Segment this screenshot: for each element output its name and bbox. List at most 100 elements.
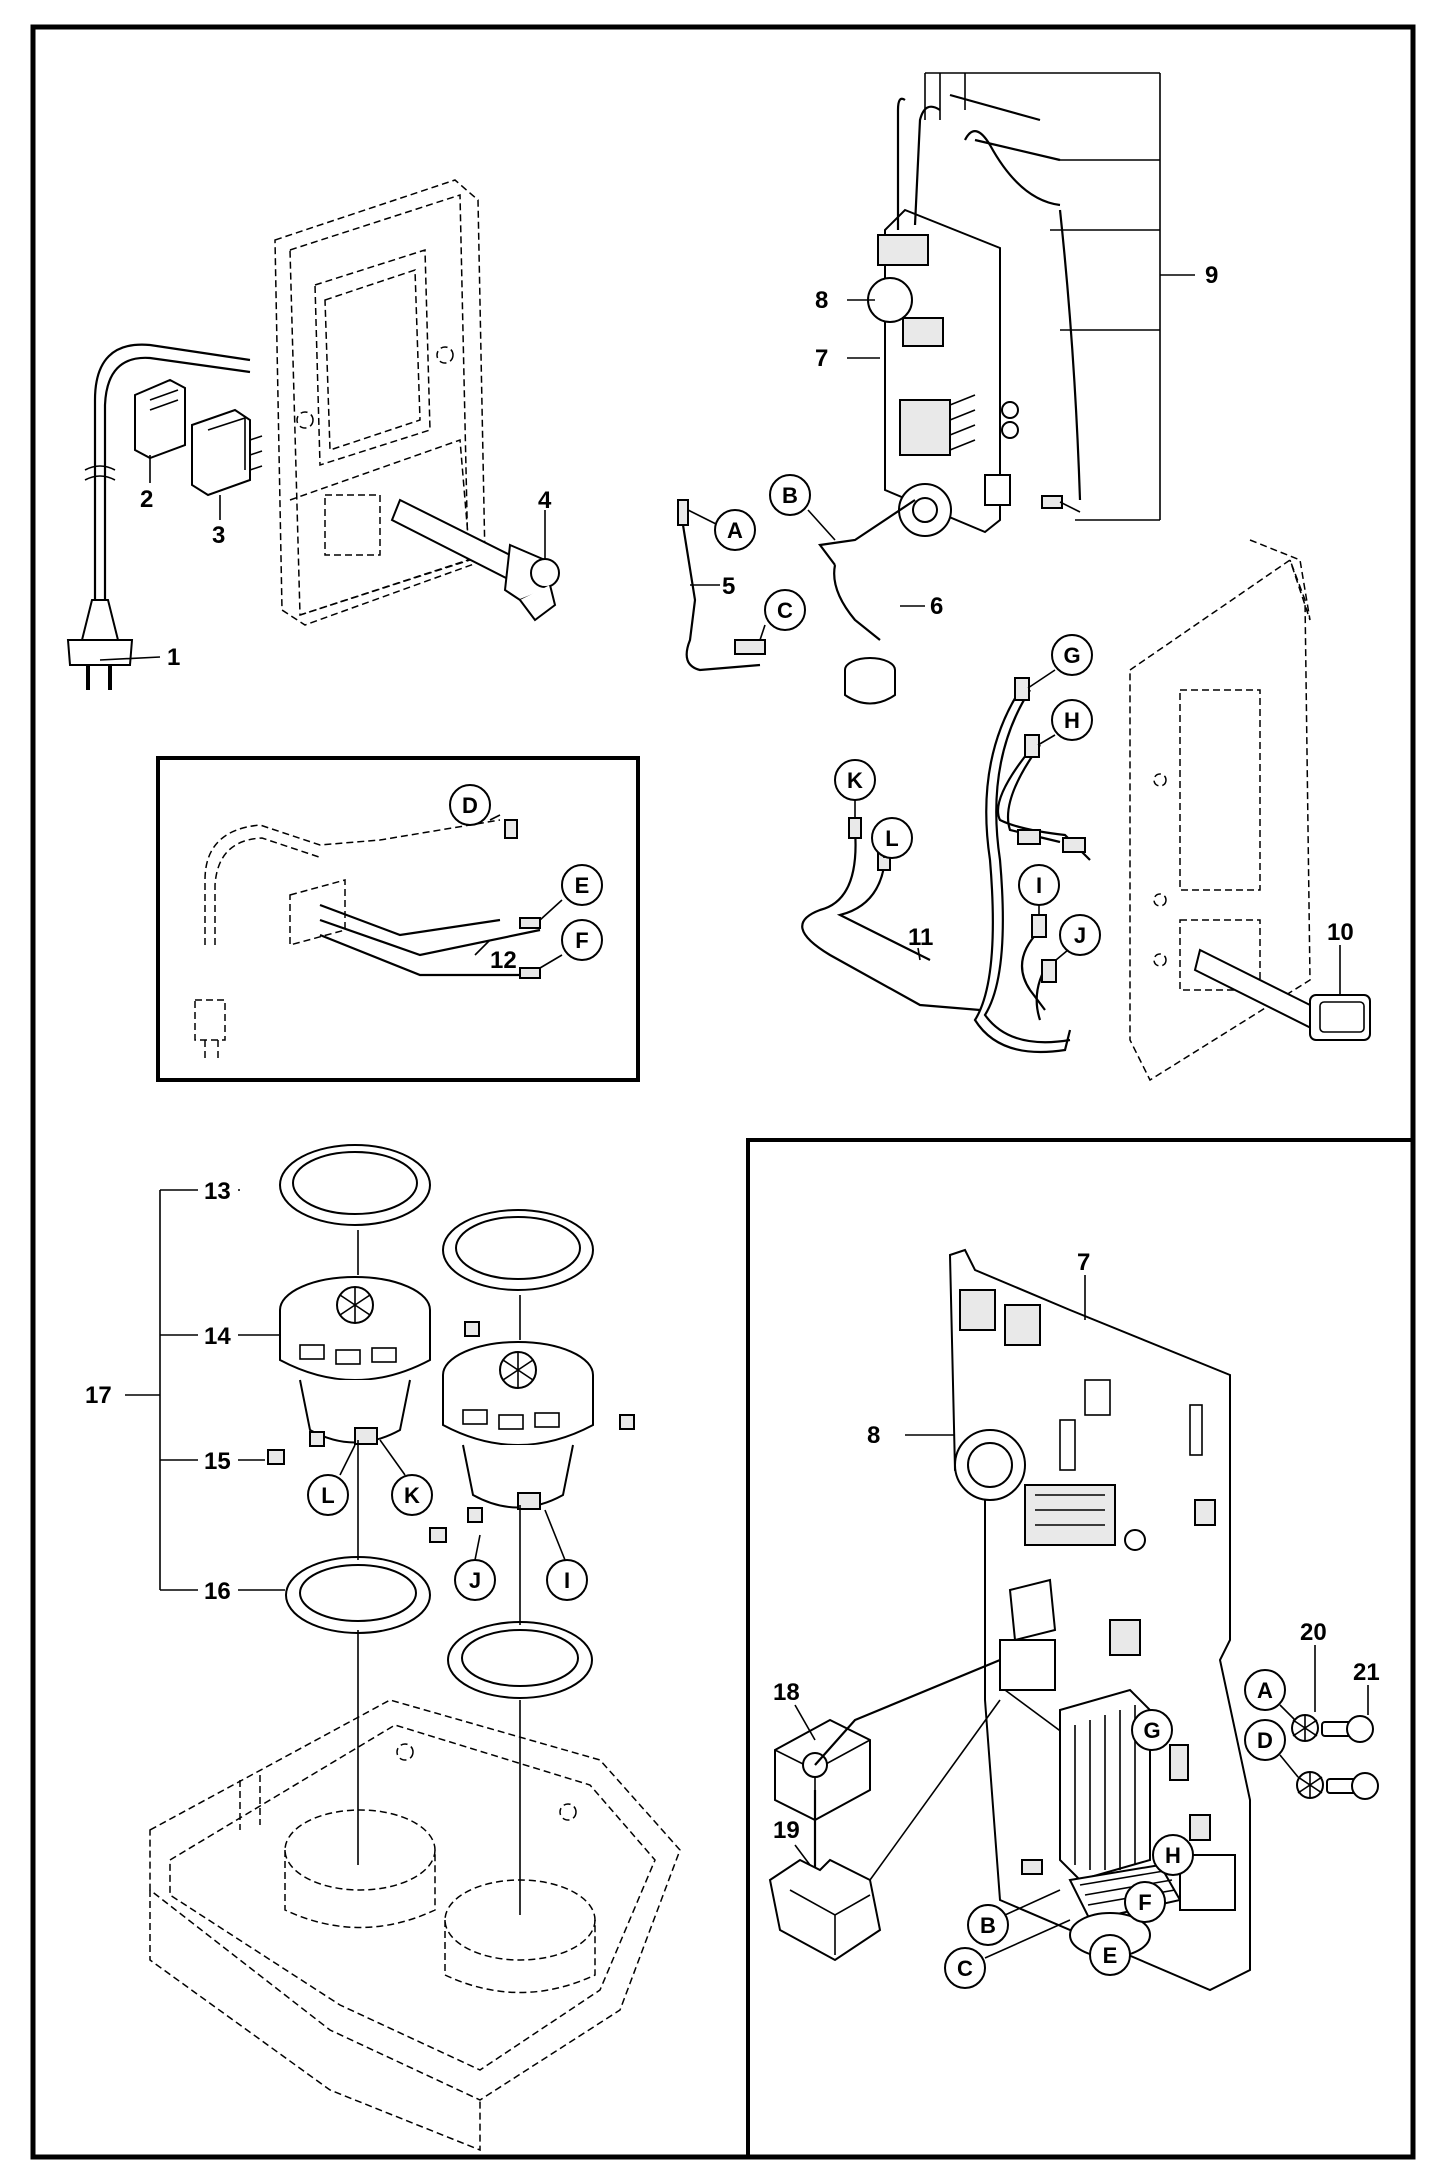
callout-9-bracket xyxy=(924,72,1195,521)
motor-right xyxy=(442,1341,635,1510)
power-cord xyxy=(66,343,251,690)
callout-18: 18 xyxy=(773,1679,800,1706)
svg-text:F: F xyxy=(575,928,588,953)
connector-f-inset: F xyxy=(539,919,603,969)
svg-text:K: K xyxy=(404,1483,420,1508)
callout-11: 11 xyxy=(908,924,933,951)
sensor-6 xyxy=(818,499,916,705)
callout-21: 21 xyxy=(1353,1659,1380,1686)
svg-text:L: L xyxy=(885,826,898,851)
svg-text:G: G xyxy=(1143,1718,1160,1743)
connector-b-top: B xyxy=(769,474,836,541)
wire-set-upper xyxy=(896,93,1082,513)
callout-7-detail: 7 xyxy=(1077,1249,1090,1276)
callout-3: 3 xyxy=(212,522,225,549)
detail-frame-pcb xyxy=(746,1138,1415,2159)
motor-left xyxy=(279,1276,480,1445)
motor-fasteners xyxy=(267,1431,483,1543)
connector-l-motor: L xyxy=(307,1444,356,1516)
cord-clamp xyxy=(134,378,186,460)
svg-text:D: D xyxy=(462,793,478,818)
svg-text:J: J xyxy=(469,1568,481,1593)
connector-d-detail: D xyxy=(1244,1719,1299,1778)
svg-text:J: J xyxy=(1074,923,1086,948)
svg-text:F: F xyxy=(1138,1890,1151,1915)
power-switch xyxy=(191,408,263,497)
hose-connector xyxy=(390,498,560,622)
connector-c-top: C xyxy=(759,589,806,641)
inset-frame-cord xyxy=(156,756,640,1082)
callout-8-top: 8 xyxy=(815,287,828,314)
svg-text:H: H xyxy=(1165,1843,1181,1868)
connector-f-detail: F xyxy=(1124,1881,1166,1923)
svg-text:I: I xyxy=(564,1568,570,1593)
connector-h-harness: H xyxy=(1037,699,1093,746)
wire-harness-11 xyxy=(801,677,1091,1054)
callout-13: 13 xyxy=(204,1178,231,1205)
connector-g-harness: G xyxy=(1027,634,1093,689)
cord-assembly-12 xyxy=(194,819,541,1060)
connector-e-detail: E xyxy=(1089,1934,1131,1976)
callout-14: 14 xyxy=(204,1323,231,1350)
switch-panel-10 xyxy=(1193,948,1371,1041)
svg-text:C: C xyxy=(777,598,793,623)
gasket-13-left xyxy=(279,1144,431,1226)
connector-i-motor: I xyxy=(544,1509,588,1601)
tank-base xyxy=(149,1699,681,2152)
connector-h-detail: H xyxy=(1152,1834,1194,1876)
callout-2: 2 xyxy=(140,486,153,513)
callout-1: 1 xyxy=(167,644,180,671)
front-panel-dashed xyxy=(1129,539,1311,1082)
connector-e-inset: E xyxy=(539,864,603,921)
svg-text:C: C xyxy=(957,1956,973,1981)
lock-washers-20 xyxy=(1291,1714,1324,1799)
callout-10: 10 xyxy=(1327,919,1354,946)
ring-16-left xyxy=(285,1556,431,1634)
gasket-13-right xyxy=(442,1209,594,1291)
connector-g-detail: G xyxy=(1131,1709,1173,1751)
svg-text:E: E xyxy=(1103,1943,1118,1968)
svg-text:K: K xyxy=(847,768,863,793)
connector-j-harness: J xyxy=(1055,914,1101,961)
ring-16-right xyxy=(447,1621,593,1699)
connector-a-detail: A xyxy=(1244,1669,1296,1721)
callout-9: 9 xyxy=(1205,262,1218,289)
page-border xyxy=(30,24,1416,2160)
callout-15: 15 xyxy=(204,1448,231,1475)
svg-text:L: L xyxy=(321,1483,334,1508)
callout-17-bracket xyxy=(125,1189,285,1591)
pcb-upper-assembly xyxy=(867,208,1019,537)
callout-12: 12 xyxy=(490,947,517,974)
connector-d-inset: D xyxy=(449,784,501,826)
back-panel-assembly xyxy=(274,179,486,626)
connector-k-harness: K xyxy=(834,759,876,818)
callout-6: 6 xyxy=(930,593,943,620)
connector-l-harness: L xyxy=(871,817,913,859)
svg-text:B: B xyxy=(782,483,798,508)
pcb-detail xyxy=(948,1248,1251,1992)
callout-5: 5 xyxy=(722,573,735,600)
svg-text:G: G xyxy=(1063,643,1080,668)
connector-c-detail: C xyxy=(944,1919,1071,1989)
svg-text:A: A xyxy=(1257,1678,1273,1703)
callout-16: 16 xyxy=(204,1578,231,1605)
wire-5 xyxy=(677,499,766,672)
connector-i-harness: I xyxy=(1018,864,1060,915)
svg-text:B: B xyxy=(980,1913,996,1938)
svg-text:A: A xyxy=(727,518,743,543)
connector-b-detail: B xyxy=(967,1889,1061,1946)
svg-text:E: E xyxy=(575,873,590,898)
connector-a-top: A xyxy=(687,509,756,551)
svg-text:I: I xyxy=(1036,873,1042,898)
svg-text:D: D xyxy=(1257,1728,1273,1753)
screws-21 xyxy=(1321,1715,1379,1800)
callout-8-detail: 8 xyxy=(867,1422,880,1449)
callout-7-top: 7 xyxy=(815,345,828,372)
callout-19: 19 xyxy=(773,1817,800,1844)
sensor-housing-18 xyxy=(774,1658,1001,1870)
connector-j-motor: J xyxy=(454,1534,496,1601)
connector-k-motor: K xyxy=(379,1439,433,1516)
callout-4: 4 xyxy=(538,487,552,514)
callout-17: 17 xyxy=(85,1382,112,1409)
